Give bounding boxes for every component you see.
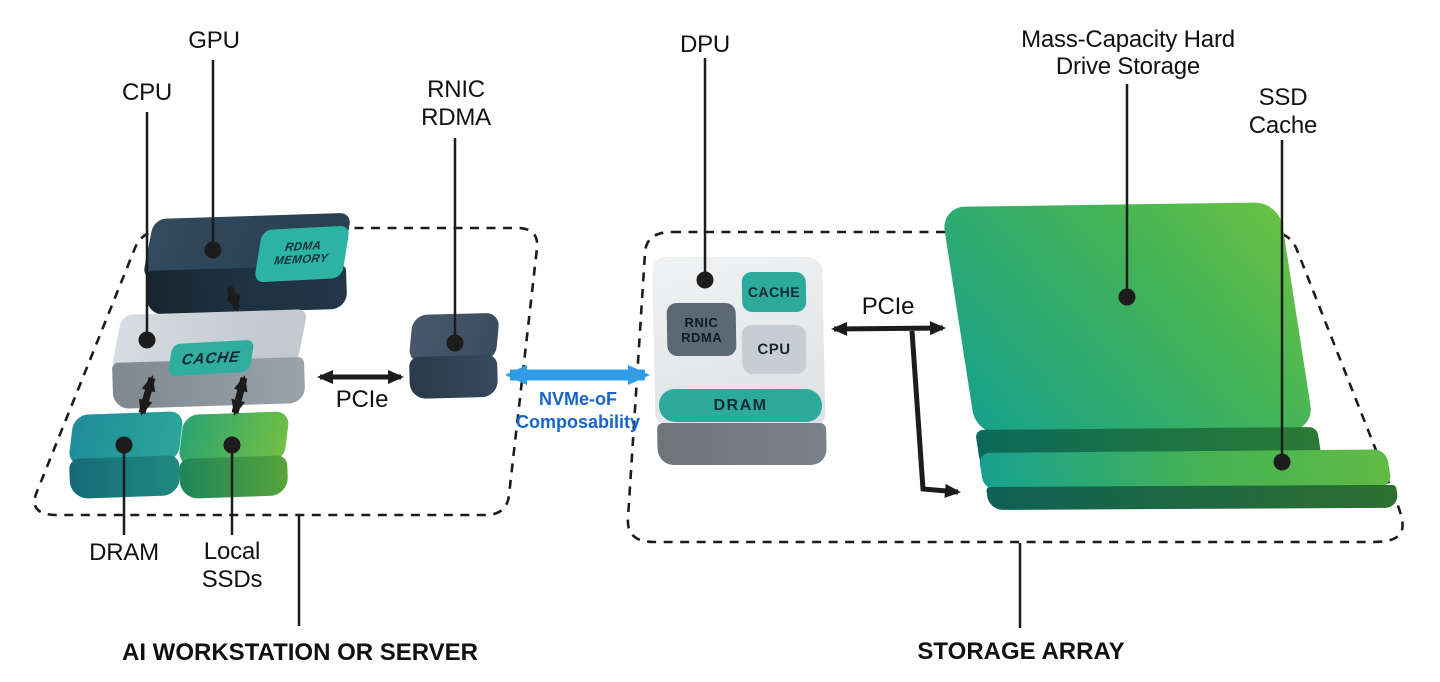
- pcie-label-workstation: PCIe: [335, 386, 389, 413]
- dpu-callout-dot: [696, 271, 714, 289]
- dpu-label: DPU: [679, 31, 731, 58]
- storage-array-section-label: STORAGE ARRAY: [917, 638, 1125, 665]
- cpu-label: CPU: [121, 79, 173, 106]
- gpu-cpu-arrow: [226, 285, 241, 312]
- pcie-label-storage: PCIe: [861, 293, 915, 320]
- cpu-dram-arrow: [138, 375, 156, 416]
- storage-array-boundary: [626, 230, 1404, 544]
- dram-callout-dot: [115, 436, 133, 454]
- gpu-callout-dot: [204, 241, 222, 259]
- hdd-callout-dot: [1118, 288, 1136, 306]
- gpu-label: GPU: [188, 27, 240, 54]
- local-ssds-callout-dot: [223, 436, 241, 454]
- rnic-callout-dot: [446, 334, 464, 352]
- pcie-ssd-branch-arrow: [909, 330, 961, 498]
- dpu-hdd-pcie-arrow: [831, 321, 946, 336]
- cpu-callout-dot: [138, 331, 156, 349]
- ssd-cache-callout-dot: [1273, 453, 1291, 471]
- workstation-section-label: AI WORKSTATION OR SERVER: [121, 639, 479, 666]
- cpu-localssds-arrow: [231, 375, 248, 416]
- dram-label: DRAM: [89, 539, 159, 566]
- workstation-boundary: [33, 226, 539, 517]
